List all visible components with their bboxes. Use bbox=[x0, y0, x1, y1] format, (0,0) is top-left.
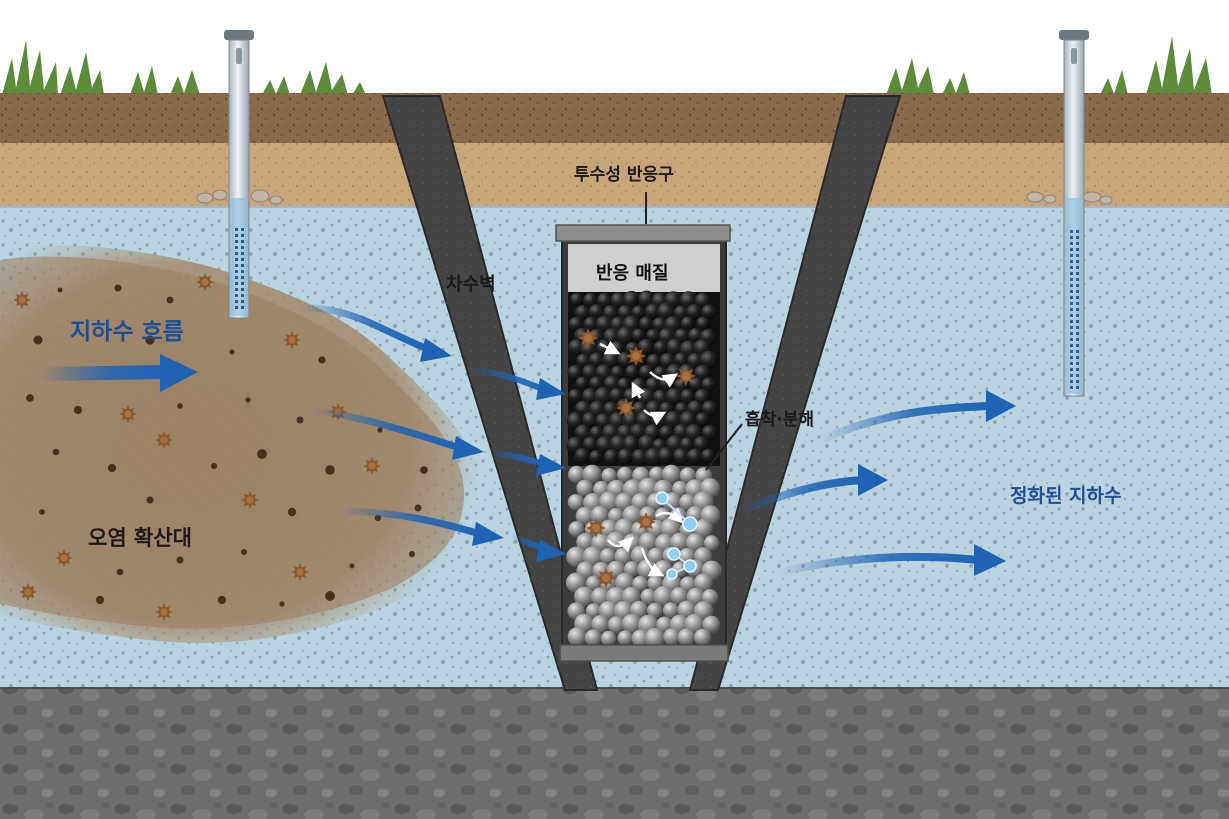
flow-arrow-icon bbox=[818, 402, 991, 444]
flow-arrow-head bbox=[472, 522, 504, 546]
well-screen bbox=[235, 228, 244, 309]
flow-arrow-icon bbox=[469, 367, 547, 393]
topsoil-texture bbox=[0, 93, 1229, 143]
flow-arrow-icon bbox=[738, 476, 863, 516]
monitoring-well-right bbox=[1059, 30, 1089, 397]
contaminant-plume-label: 오염 확산대 bbox=[88, 526, 192, 550]
contaminant-particle-icon bbox=[626, 346, 646, 366]
flow-arrow-head bbox=[452, 436, 484, 460]
reactive-media-label: 반응 매질 bbox=[596, 263, 669, 284]
flow-arrow-head bbox=[420, 338, 452, 362]
well-cap-icon bbox=[224, 30, 254, 40]
grass bbox=[2, 36, 1212, 95]
flow-arrow-head bbox=[974, 544, 1006, 576]
well-screen bbox=[1070, 230, 1079, 389]
groundwater-flow-label: 지하수 흐름 bbox=[70, 319, 184, 345]
reaction-leader-line bbox=[705, 423, 743, 471]
pebbles bbox=[196, 189, 1113, 205]
reactive-media-label-panel bbox=[568, 244, 720, 292]
sky bbox=[0, 0, 1229, 95]
barrier-wall-right-texture bbox=[690, 96, 900, 690]
iron-granules bbox=[565, 464, 722, 649]
contaminant-particle-icon bbox=[616, 398, 636, 418]
contaminant-particle-icon bbox=[636, 512, 656, 532]
contaminant-particle-icon bbox=[676, 366, 696, 386]
flow-arrow-icon bbox=[39, 365, 166, 381]
prb-label: 투수성 반응구 bbox=[574, 165, 674, 185]
prb-top-cap bbox=[555, 224, 731, 242]
monitoring-well-left bbox=[224, 30, 254, 319]
flow-arrow-head bbox=[160, 354, 198, 392]
well-slot bbox=[236, 48, 242, 64]
contaminant-plume-core bbox=[0, 256, 465, 629]
carbon-granules bbox=[566, 290, 719, 466]
barrier-wall-label: 차수벽 bbox=[446, 274, 496, 295]
well-water bbox=[230, 198, 248, 316]
well-slot bbox=[1071, 48, 1077, 64]
molecule-icon bbox=[655, 491, 698, 580]
treated-groundwater-label: 정화된 지하수 bbox=[1010, 485, 1122, 507]
plume-dots bbox=[12, 273, 428, 621]
flow-arrow-icon bbox=[339, 508, 482, 538]
flow-arrows bbox=[39, 304, 1016, 576]
flow-arrow-head bbox=[858, 464, 888, 496]
contaminant-particle-icon bbox=[596, 568, 616, 588]
reaction-label: 흡착·분해 bbox=[745, 410, 815, 430]
flow-arrow-icon bbox=[309, 406, 462, 452]
contaminant-particle-icon bbox=[578, 328, 598, 348]
flow-arrow-head bbox=[536, 378, 566, 400]
flow-arrow-head bbox=[536, 540, 566, 562]
flow-arrow-icon bbox=[299, 304, 432, 354]
contaminant-particle-icon bbox=[586, 518, 606, 538]
flow-arrow-icon bbox=[779, 552, 979, 576]
barrier-wall-left-texture bbox=[383, 96, 597, 690]
flow-arrow-head bbox=[986, 390, 1016, 422]
well-water bbox=[1065, 198, 1083, 394]
flow-arrow-head bbox=[536, 454, 566, 476]
prb-base bbox=[559, 644, 729, 662]
well-cap-icon bbox=[1059, 30, 1089, 40]
bedrock-texture bbox=[0, 688, 1229, 819]
reaction-arrows bbox=[599, 340, 684, 577]
